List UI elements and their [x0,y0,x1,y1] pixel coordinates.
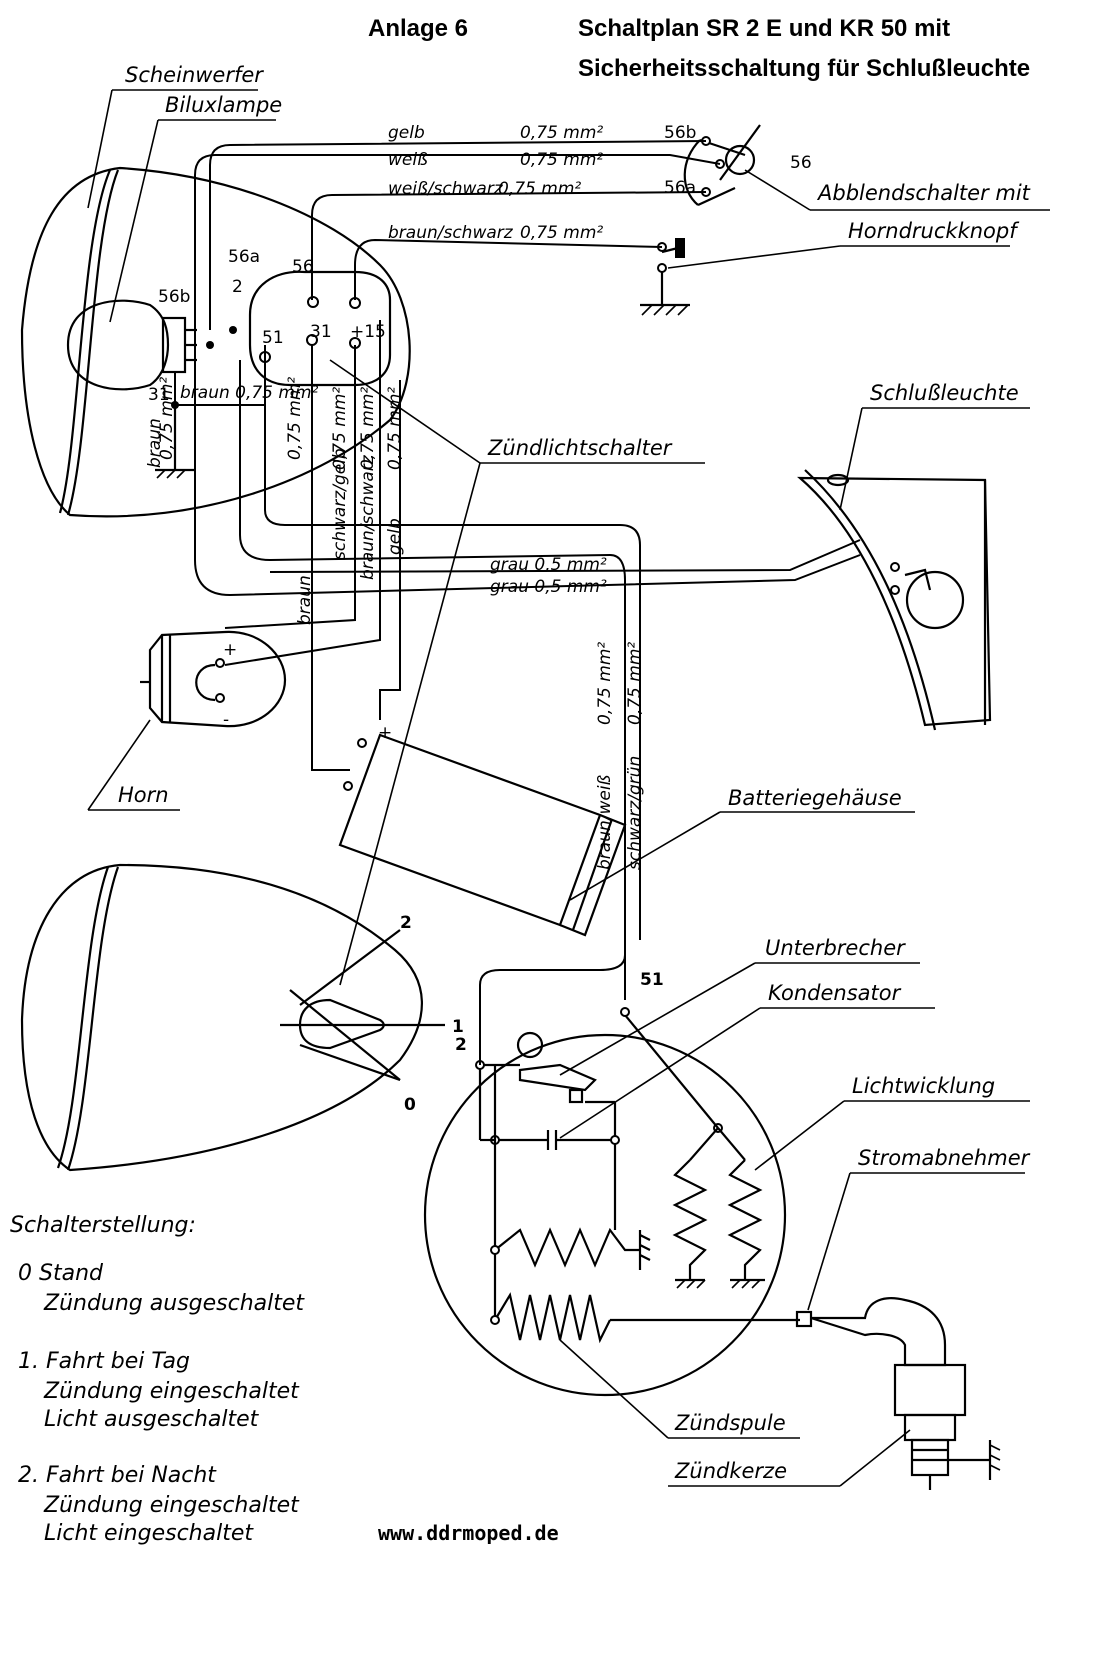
wire-braun-schwarz-v: braun/schwarz [358,454,378,580]
ignition-light-switch [248,270,392,387]
wire-size-1: 0,75 mm² [285,377,305,460]
terminal-56a-head: 56a [228,247,260,267]
wire-weiss-schwarz-size: 0,75 mm² [498,179,581,199]
headlight [20,166,411,518]
legend-1a: 1. Fahrt bei Tag [18,1349,190,1374]
legend-title: Schalterstellung: [10,1213,196,1238]
tail-light [797,469,992,731]
label-kondensator: Kondensator [768,981,902,1005]
anlage-label: Anlage 6 [368,15,468,42]
wire-grau-2: grau 0,5 mm² [490,577,607,597]
terminal-56a-switch: 56a [664,178,696,198]
label-zuendlichtschalter: Zündlichtschalter [487,436,673,460]
wire-braun-schwarz: braun/schwarz [388,223,514,243]
wire-braun-v-size: 0,75 mm² [157,377,177,460]
terminal-2-head: 2 [232,277,243,297]
wire-braun-schwarz-size: 0,75 mm² [520,223,603,243]
wire-weiss-schwarz: weiß/schwarz [388,179,504,199]
wire-weiss-size: 0,75 mm² [520,150,603,170]
wire-braun-weiss: braun/weiß [595,774,615,870]
wire-schwarz-gruen: schwarz/grün [625,756,645,870]
label-schlussleuchte: Schlußleuchte [870,381,1019,405]
label-scheinwerfer: Scheinwerfer [125,63,264,87]
label-biluxlampe: Biluxlampe [165,93,282,117]
legend-0a: 0 Stand [18,1261,104,1286]
battery-plus: + [378,723,392,743]
label-batteriegehaeuse: Batteriegehäuse [728,786,902,810]
label-lichtwicklung: Lichtwicklung [852,1074,995,1098]
wire-size-2: 0,75 mm² [330,387,350,470]
legend-2c: Licht eingeschaltet [44,1521,254,1546]
terminal-31-lamp: 31 [148,385,170,405]
magneto-circle [423,1007,813,1397]
battery-housing [338,733,627,937]
terminal-56b-lamp: 56b [158,287,190,307]
label-stromabnehmer: Stromabnehmer [858,1146,1031,1170]
label-unterbrecher: Unterbrecher [765,936,906,960]
wire-gelb-v: gelb [385,518,405,555]
terminal-15-head: +15 [350,322,386,342]
legend-1b: Zündung eingeschaltet [43,1379,300,1404]
wire-braun-h: braun 0,75 mm² [180,383,319,403]
wire-weiss: weiß [388,150,428,170]
terminal-31-head: 31 [310,322,332,342]
position-2: 2 [400,913,412,933]
footer-url: www.ddrmoped.de [378,1521,559,1545]
wire-schwarz-gruen-size: 0,75 mm² [625,642,645,725]
wire-braun-weiss-size: 0,75 mm² [595,642,615,725]
horn-button [640,238,690,316]
wire-schwarz-gelb: schwarz/gelb [330,448,350,560]
wire-braun-low: braun [295,575,315,625]
magneto-51: 51 [640,970,664,990]
magneto-2: 2 [455,1035,467,1055]
terminal-51-head: 51 [262,328,284,348]
terminal-56b-switch: 56b [664,123,696,143]
wire-braun-v: braun [145,418,165,468]
horn-minus: - [223,710,229,730]
wire-gelb: gelb [388,123,425,143]
legend-1c: Licht ausgeschaltet [44,1407,260,1432]
label-zuendspule: Zündspule [674,1411,786,1435]
label-horn: Horn [118,783,169,807]
wire-size-3: 0,75 mm² [358,387,378,470]
title-line-2: Sicherheitsschaltung für Schlußleuchte [578,55,1030,82]
legend-0b: Zündung ausgeschaltet [43,1291,305,1316]
dimmer-switch [683,124,761,206]
switch-position-diagram [20,863,445,1172]
horn [140,630,287,728]
position-0: 0 [404,1095,416,1115]
terminal-56-switch: 56 [790,153,812,173]
legend-2a: 2. Fahrt bei Nacht [18,1463,217,1488]
wire-gelb-size: 0,75 mm² [520,123,603,143]
horn-plus: + [223,640,237,660]
label-abblendschalter: Abblendschalter mit [816,181,1031,205]
terminal-56-head: 56 [292,257,314,277]
label-zuendkerze: Zündkerze [674,1459,787,1483]
label-horndruckknopf: Horndruckknopf [848,219,1020,243]
position-1: 1 [452,1017,464,1037]
title-line-1: Schaltplan SR 2 E und KR 50 mit [578,15,950,42]
wire-grau-1: grau 0,5 mm² [490,555,607,575]
legend-2b: Zündung eingeschaltet [43,1493,300,1518]
spark-plug [810,1297,1001,1490]
